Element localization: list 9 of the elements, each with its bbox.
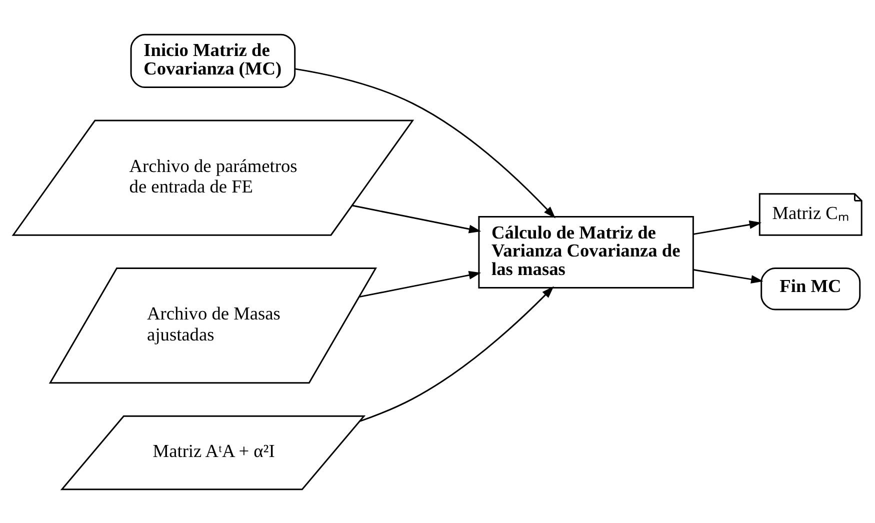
arrow xyxy=(360,286,554,422)
arrow xyxy=(352,204,482,233)
arrow xyxy=(693,268,764,284)
arrow xyxy=(359,270,482,298)
arrow xyxy=(693,220,762,234)
node-box: Fin MC xyxy=(760,267,861,310)
node-box: Inicio Matriz de Covarianza (MC) xyxy=(130,33,296,88)
node-box: Cálculo de Matriz de Varianza Covarianza de las masas xyxy=(478,216,694,288)
arrow xyxy=(295,68,556,218)
